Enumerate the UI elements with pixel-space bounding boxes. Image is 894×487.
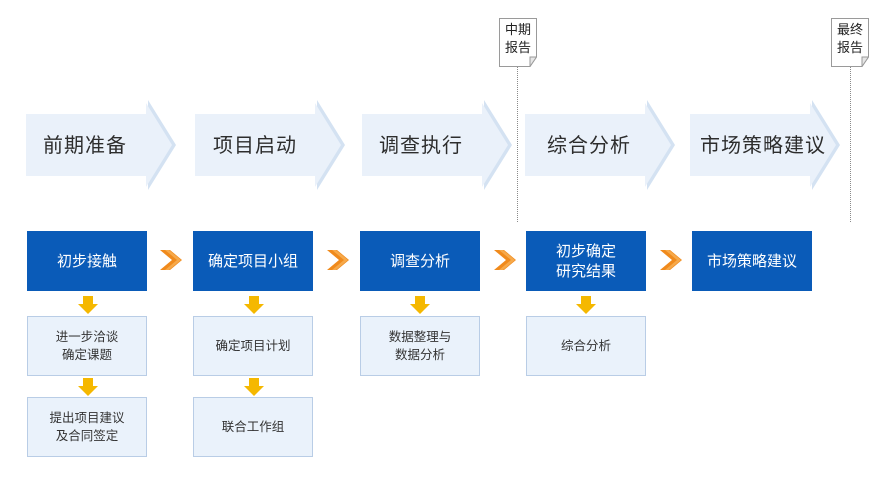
chevron-right-icon: [160, 250, 182, 270]
sub-box-4-1: 综合分析: [526, 316, 646, 376]
milestone-flag-midterm: 中期 报告: [499, 18, 538, 69]
phase-label-3: 调查执行: [379, 133, 463, 157]
step-title: 初步接触: [56, 252, 117, 270]
phase-label-2: 项目启动: [213, 133, 297, 157]
milestone-divider-midterm: [517, 67, 518, 222]
sub-box-line1: 综合分析: [560, 338, 611, 353]
arrow-down-icon: [78, 378, 98, 396]
sub-box-2-2: 联合工作组: [193, 397, 313, 457]
sub-box-line1: 提出项目建议: [49, 410, 125, 425]
arrow-down-icon: [576, 296, 596, 314]
phase-label-4: 综合分析: [547, 133, 631, 157]
sub-box-3-1: 数据整理与 数据分析: [360, 316, 480, 376]
milestone-label: 中期 报告: [499, 22, 537, 58]
arrow-down-icon: [410, 296, 430, 314]
step-title-line2: 研究结果: [555, 262, 616, 280]
step-title: 确定项目小组: [207, 252, 298, 270]
phase-arrow-4: [525, 100, 675, 190]
milestone-label-line1: 中期: [504, 23, 531, 38]
step-box-1: 初步接触: [27, 231, 147, 291]
chevron-right-icon: [327, 250, 349, 270]
sub-box-line1: 数据整理与: [388, 329, 452, 344]
step-box-5: 市场策略建议: [692, 231, 812, 291]
chevron-right-icon: [660, 250, 682, 270]
sub-box-line1: 联合工作组: [221, 419, 285, 434]
phase-arrow-5: [690, 100, 840, 190]
sub-box-line2: 及合同签定: [55, 428, 119, 443]
milestone-label-line2: 报告: [504, 41, 531, 56]
arrow-down-icon: [78, 296, 98, 314]
arrow-down-icon: [244, 378, 264, 396]
milestone-flag-final: 最终 报告: [831, 18, 870, 69]
phase-arrow-3: [362, 100, 512, 190]
step-title: 市场策略建议: [706, 252, 797, 270]
sub-box-line1: 确定项目计划: [215, 338, 291, 353]
step-title: 调查分析: [389, 252, 450, 270]
chevron-right-icon: [494, 250, 516, 270]
milestone-label-line1: 最终: [836, 23, 863, 38]
sub-box-line1: 进一步洽谈: [55, 329, 119, 344]
sub-box-line2: 确定课题: [61, 347, 112, 362]
step-box-3: 调查分析: [360, 231, 480, 291]
flag-shape-icon: [831, 18, 870, 69]
phase-arrow-1: [26, 100, 176, 190]
phase-label-5: 市场策略建议: [700, 133, 826, 157]
phase-arrow-2: [195, 100, 345, 190]
sub-box-line2: 数据分析: [394, 347, 445, 362]
milestone-label: 最终 报告: [831, 22, 869, 58]
sub-box-1-1: 进一步洽谈 确定课题: [27, 316, 147, 376]
step-box-4: 初步确定 研究结果: [526, 231, 646, 291]
sub-box-2-1: 确定项目计划: [193, 316, 313, 376]
phase-label-1: 前期准备: [43, 133, 127, 157]
sub-box-1-2: 提出项目建议 及合同签定: [27, 397, 147, 457]
flag-shape-icon: [499, 18, 538, 69]
arrow-down-icon: [244, 296, 264, 314]
milestone-label-line2: 报告: [836, 41, 863, 56]
milestone-divider-final: [850, 67, 851, 222]
step-box-2: 确定项目小组: [193, 231, 313, 291]
step-title-line1: 初步确定: [555, 242, 616, 260]
